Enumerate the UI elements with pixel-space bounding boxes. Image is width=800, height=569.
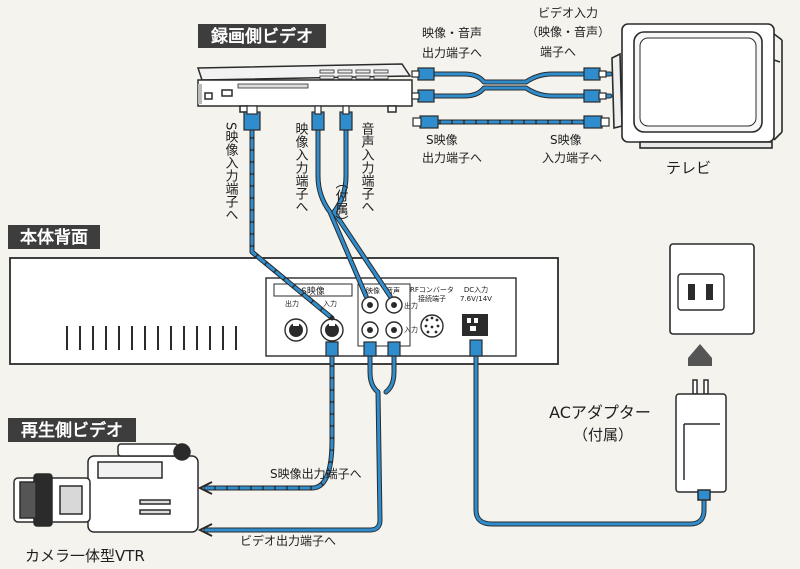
wall-outlet xyxy=(669,243,755,335)
tv-video-input-label-2: （映像・音声） xyxy=(526,24,610,39)
plug-direction-arrow-icon xyxy=(688,344,712,366)
recorder-av-out-label-1: 映像・音声 xyxy=(422,25,482,40)
recorder-s-out-label-2: 出力端子へ xyxy=(422,151,482,165)
panel-s-video-label: S映像 xyxy=(301,285,325,297)
rf-converter-label-2: 接続端子 xyxy=(418,294,446,303)
main-unit-back-title: 本体背面 xyxy=(20,227,88,248)
plugs xyxy=(243,67,610,357)
recorder-video-in-label: 映像入力端子へ xyxy=(293,122,309,213)
recording-video-tag: 録画側ビデオ xyxy=(198,24,326,48)
panel-rca-in-label: 入力 xyxy=(404,325,418,334)
main-unit-back-panel: S映像 出力 入力 映像 音声 出力 入力 RFコンバータ 接続端子 xyxy=(9,257,559,365)
s-video-arrow-icon xyxy=(197,481,213,495)
camera-vtr xyxy=(13,443,199,533)
dc-in-jack[interactable] xyxy=(462,314,488,336)
dc-in-label-1: DC入力 xyxy=(464,285,488,294)
recording-vcr xyxy=(196,63,413,113)
recorder-s-out-label-1: S映像 xyxy=(426,133,458,147)
tv-label: テレビ xyxy=(666,159,711,177)
vent-slots xyxy=(66,326,237,350)
recorder-audio-in-note: （付属） xyxy=(333,176,349,228)
s-video-in-jack[interactable] xyxy=(320,318,344,342)
ac-adapter xyxy=(675,379,727,501)
video-out-jack[interactable] xyxy=(361,296,379,314)
panel-video-label: 映像 xyxy=(366,286,380,295)
ac-adapter-label: ACアダプター xyxy=(549,403,651,422)
camera-label: カメラ一体型VTR xyxy=(25,547,145,565)
video-out-arrow-icon xyxy=(197,523,213,537)
audio-in-jack[interactable] xyxy=(385,321,403,339)
playback-video-tag: 再生側ビデオ xyxy=(8,418,136,442)
video-cable-camera xyxy=(203,341,383,533)
recording-video-title: 録画側ビデオ xyxy=(211,26,313,47)
recorder-audio-in-label: 音声入力端子へ xyxy=(359,121,375,213)
video-in-jack[interactable] xyxy=(361,321,379,339)
tv-s-input-label-1: S映像 xyxy=(550,133,582,147)
cables xyxy=(203,71,707,533)
ac-adapter-note: （付属） xyxy=(573,426,633,444)
camera-video-out-label: ビデオ出力端子へ xyxy=(240,533,336,548)
rca-jacks xyxy=(361,296,403,339)
tv-video-input-label-3: 端子へ xyxy=(540,45,576,59)
panel-audio-label: 音声 xyxy=(386,286,400,295)
panel-s-out-label: 出力 xyxy=(285,299,299,308)
tv-video-input-label-1: ビデオ入力 xyxy=(538,5,598,20)
tv-s-input-label-2: 入力端子へ xyxy=(542,151,602,165)
panel-s-in-label: 入力 xyxy=(323,299,337,308)
main-unit-back-tag: 本体背面 xyxy=(8,225,100,249)
s-video-out-jack[interactable] xyxy=(284,318,308,342)
playback-video-title: 再生側ビデオ xyxy=(21,420,123,441)
audio-out-jack[interactable] xyxy=(385,296,403,314)
rf-converter-label-1: RFコンバータ xyxy=(410,285,454,294)
camera-s-out-label: S映像出力端子へ xyxy=(270,467,362,481)
panel-rca-out-label: 出力 xyxy=(404,301,418,310)
dc-in-label-2: 7.6V/14V xyxy=(460,295,492,303)
recorder-s-in-label: S映像入力端子へ xyxy=(223,122,239,221)
rf-converter-jack[interactable] xyxy=(420,314,444,338)
recorder-av-out-label-2: 出力端子へ xyxy=(422,46,482,60)
television xyxy=(611,23,783,149)
